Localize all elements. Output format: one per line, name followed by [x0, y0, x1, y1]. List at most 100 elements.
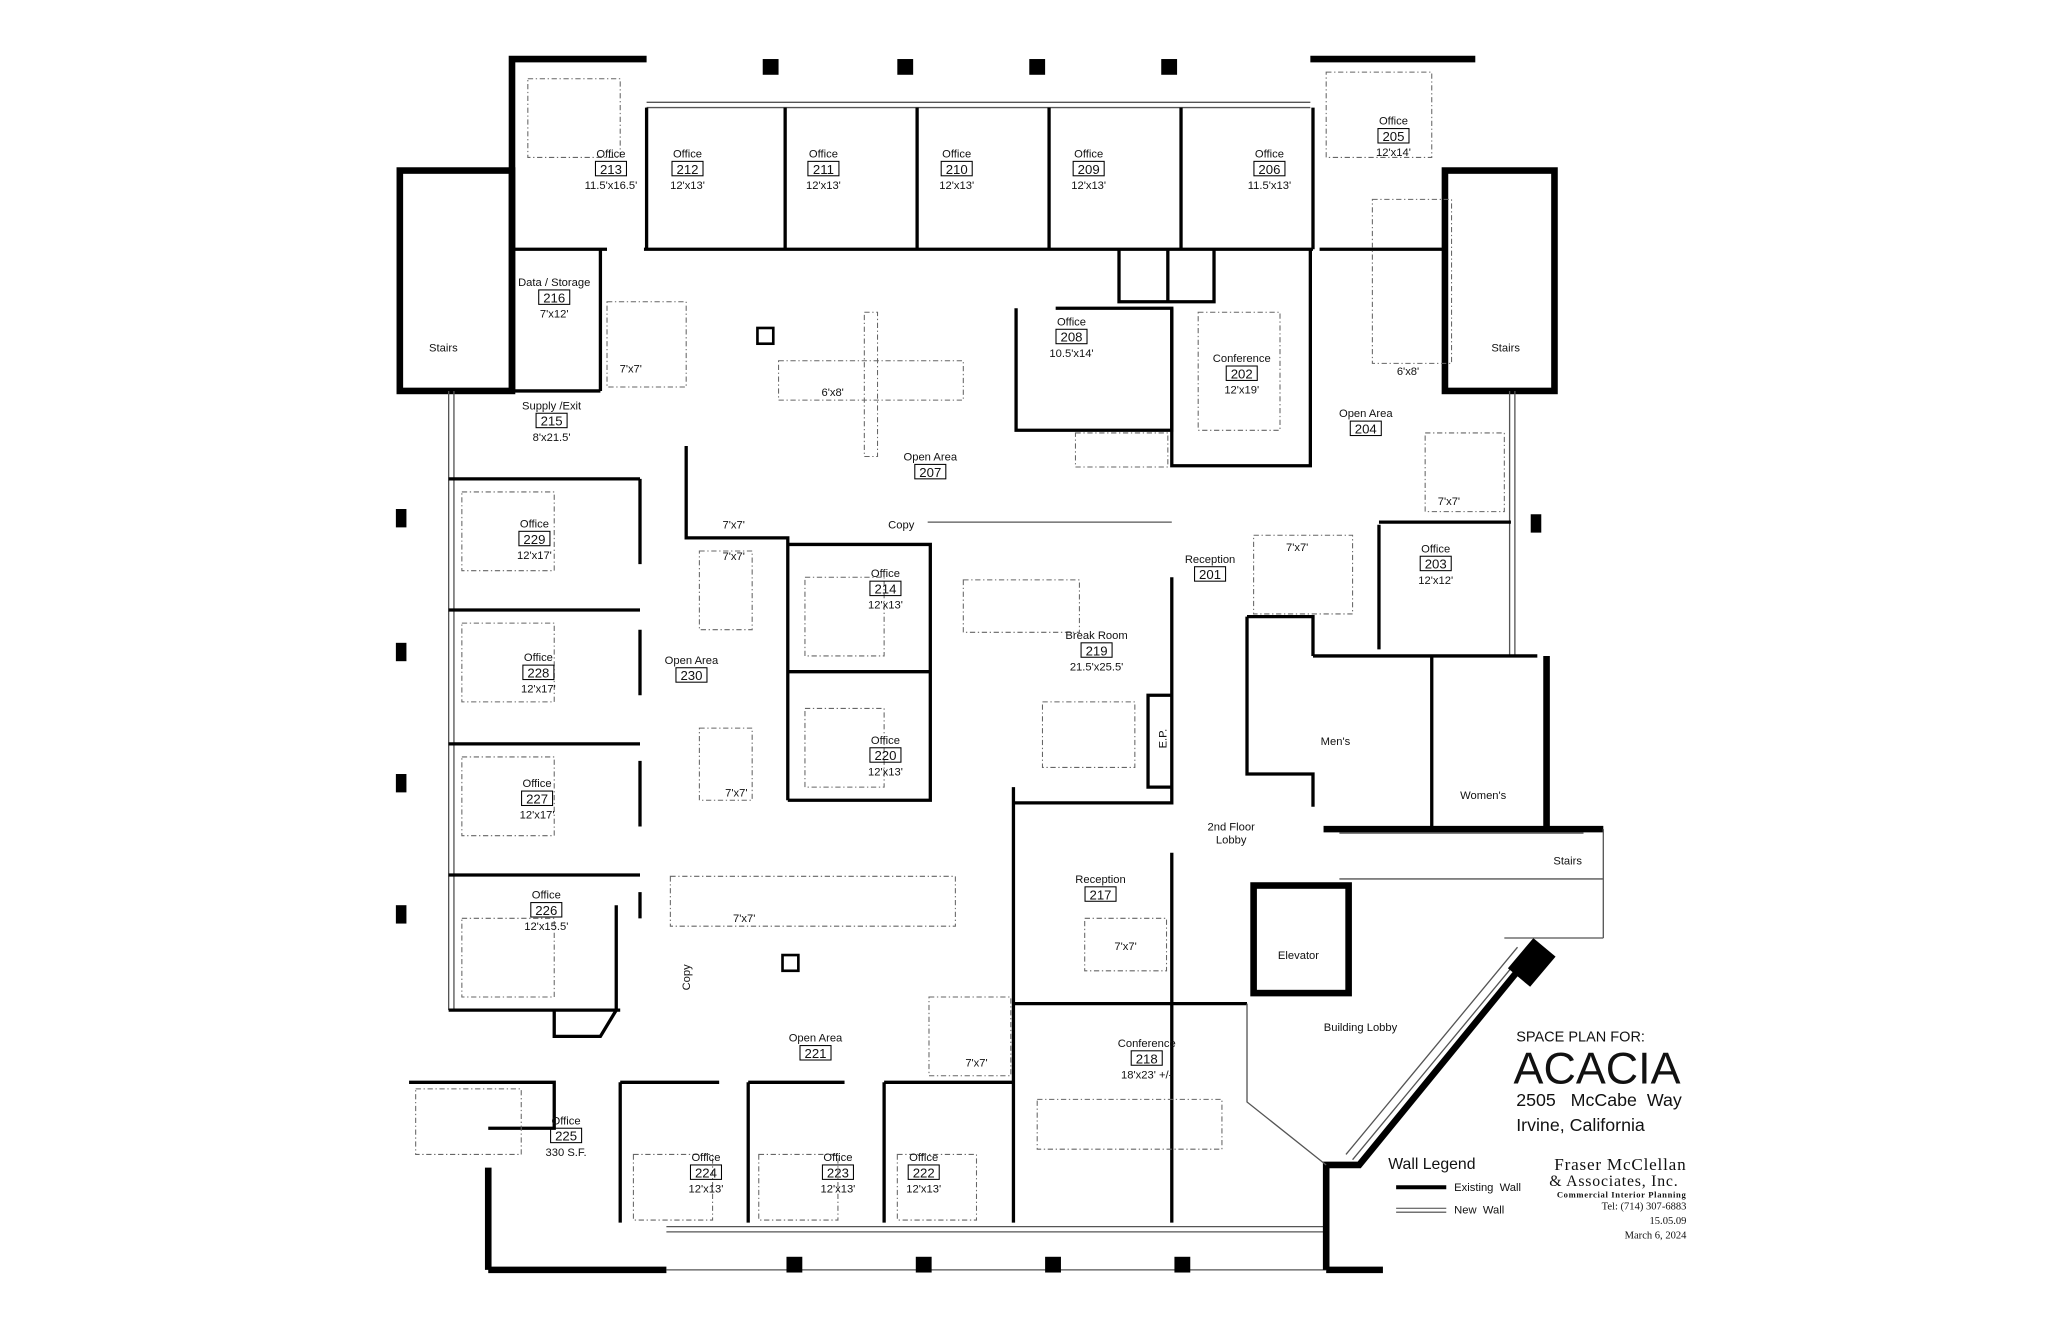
room-number: 227 — [526, 792, 548, 807]
room-name: Open Area — [665, 655, 719, 667]
room-size: 12'x17' — [520, 810, 555, 822]
address: 2505 McCabe Way — [1516, 1090, 1682, 1110]
room-number-box — [1130, 1050, 1163, 1066]
legend-new: New Wall — [1454, 1205, 1504, 1217]
room-number: 223 — [827, 1165, 849, 1180]
room-number-box — [1194, 566, 1227, 582]
furniture-labels: 7'x7'7'x7'7'x7'7'x7'7'x7'7'x7'7'x7'7'x7'… — [620, 364, 1460, 1070]
room-number-box — [869, 580, 902, 597]
room-name: Office — [532, 890, 561, 902]
room-name: Office — [552, 1115, 581, 1127]
room-size: 12'x13' — [906, 1184, 941, 1196]
new-wall-swatch — [1396, 1207, 1447, 1213]
room-number: 230 — [680, 668, 702, 683]
room-number-box — [940, 160, 973, 177]
room-name: Office — [524, 652, 553, 664]
wall-legend: Wall Legend Existing Wall New Wall — [1388, 1156, 1521, 1217]
room-number: 204 — [1355, 422, 1377, 437]
room-number: 222 — [913, 1165, 935, 1180]
room-number-box — [799, 1045, 832, 1061]
room-number-box — [689, 1164, 723, 1180]
room-size: 18'x23' +/- — [1121, 1069, 1173, 1081]
room-number-box — [1225, 365, 1258, 381]
furniture-label: 7'x7' — [1286, 542, 1308, 554]
plan-code: 15.05.09 — [1650, 1216, 1687, 1227]
room-213: Office 213 11.5'x16.5' — [585, 148, 638, 191]
room-name: Open Area — [789, 1033, 843, 1045]
room-name: Office — [809, 148, 838, 160]
room-number-box — [1349, 420, 1382, 437]
room-number: 229 — [523, 532, 545, 547]
furniture-label: 7'x7' — [733, 913, 755, 925]
legend-title: Wall Legend — [1388, 1156, 1475, 1173]
room-number-box — [671, 160, 704, 177]
room-name: Office — [871, 735, 900, 747]
room-number-box — [1377, 128, 1410, 144]
area-label: Women's — [1460, 790, 1507, 802]
firm-name: Fraser McClellan — [1554, 1155, 1686, 1174]
room-number: 216 — [543, 290, 565, 305]
room-name: Conference — [1213, 353, 1271, 365]
room-size: 7'x12' — [540, 309, 569, 321]
room-number-box — [1084, 886, 1117, 902]
room-number-box — [518, 530, 551, 547]
room-name: Supply /Exit — [522, 400, 582, 412]
room-number: 213 — [600, 162, 622, 177]
furniture-label: E.P. — [1157, 729, 1169, 749]
room-number: 218 — [1136, 1051, 1158, 1066]
room-number-box — [869, 747, 902, 763]
area-label: Building Lobby — [1324, 1022, 1398, 1034]
room-number: 205 — [1382, 129, 1404, 144]
room-number: 210 — [946, 162, 968, 177]
furniture-label: 7'x7' — [965, 1058, 987, 1070]
furniture-label: 7'x7' — [723, 551, 745, 563]
city: Irvine, California — [1516, 1115, 1645, 1135]
walls — [395, 55, 1604, 1274]
room-number-box — [1419, 555, 1452, 572]
room-number-box — [1072, 160, 1105, 177]
area-label: Stairs — [429, 343, 458, 355]
room-number: 201 — [1199, 567, 1221, 582]
room-name: Conference — [1118, 1038, 1176, 1050]
room-number-box — [538, 289, 571, 305]
room-size: 12'x15.5' — [524, 921, 568, 933]
room-number: 207 — [919, 465, 941, 480]
room-size: 12'x13' — [689, 1184, 724, 1196]
room-size: 12'x13' — [821, 1184, 856, 1196]
room-size: 11.5'x16.5' — [585, 180, 638, 192]
room-name: Office — [596, 148, 625, 160]
room-name: Office — [520, 518, 549, 530]
room-number-box — [1055, 328, 1088, 345]
room-name: Office — [823, 1152, 852, 1164]
furniture-label: 7'x7' — [1114, 941, 1136, 953]
room-number-box — [914, 463, 947, 480]
room-number-box — [821, 1164, 854, 1180]
room-size: 10.5'x14' — [1049, 348, 1093, 360]
room-size: 12'x14' — [1376, 147, 1411, 159]
room-name: Office — [1255, 148, 1284, 160]
room-number-box — [535, 412, 568, 429]
room-number: 224 — [695, 1165, 717, 1180]
room-size: 12'x13' — [868, 766, 903, 778]
room-number: 206 — [1258, 162, 1280, 177]
room-number-box — [907, 1164, 940, 1180]
room-name: Office — [871, 568, 900, 580]
area-label: Men's — [1321, 736, 1351, 748]
room-number: 221 — [805, 1046, 827, 1061]
room-name: Open Area — [1339, 408, 1393, 420]
